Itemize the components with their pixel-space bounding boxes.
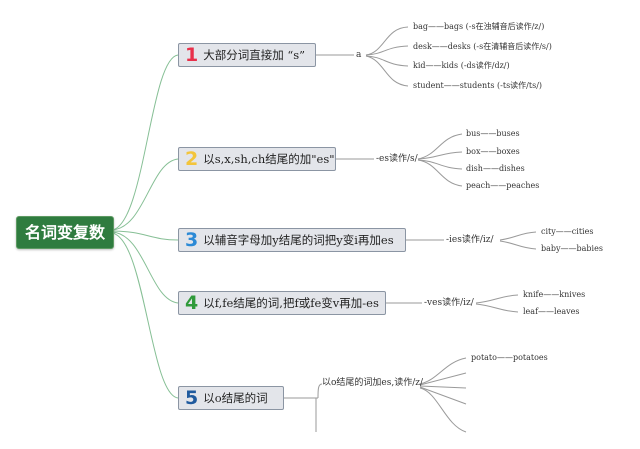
example-2-2: box——boxes (466, 147, 520, 156)
example-4-1: knife——knives (523, 290, 586, 299)
rule-label: 以o结尾的词 (203, 391, 268, 405)
rule-number: 3 (185, 229, 199, 251)
example-3-2: baby——babies (541, 244, 603, 253)
link-root-rule3 (111, 230, 179, 241)
example-1-1: bag——bags (-s在浊辅音后读作/z/) (413, 22, 545, 31)
rule-5-sound: 以o结尾的词加es,读作/z/ (322, 378, 424, 388)
root-node[interactable]: 名词变复数 (16, 216, 114, 249)
rule-2-sound: -es读作/s/ (376, 154, 418, 164)
rule-node-5[interactable]: 5 以o结尾的词 (178, 386, 284, 410)
rule-label: 大部分词直接加 “s” (203, 48, 306, 62)
example-2-4: peach——peaches (466, 181, 540, 190)
example-2-3: dish——dishes (466, 164, 525, 173)
rule-node-4[interactable]: 4 以f,fe结尾的词,把f或fe变v再加-es (178, 291, 386, 315)
rule-number: 2 (185, 148, 199, 170)
rule-label: 以s,x,sh,ch结尾的加"es" (203, 152, 335, 166)
rule-node-3[interactable]: 3 以辅音字母加y结尾的词把y变i再加es (178, 228, 406, 252)
link-root-rule2 (111, 158, 179, 231)
rule-1-sound: a (356, 50, 362, 60)
example-2-1: bus——buses (466, 129, 520, 138)
link-root-rule5 (111, 232, 179, 399)
example-1-2: desk——desks (-s在清辅音后读作/s/) (413, 42, 552, 51)
example-1-3: kid——kids (-ds读作/dz/) (413, 61, 510, 70)
link-root-rule1 (111, 54, 179, 231)
rule-number: 1 (185, 44, 199, 66)
rule-number: 4 (185, 292, 199, 314)
rule-label: 以辅音字母加y结尾的词把y变i再加es (203, 233, 394, 247)
example-3-1: city——cities (541, 227, 594, 236)
link-root-rule4 (111, 231, 179, 304)
example-4-2: leaf——leaves (523, 307, 580, 316)
rule-4-sound: -ves读作/iz/ (424, 298, 474, 308)
rule-label: 以f,fe结尾的词,把f或fe变v再加-es (203, 296, 379, 310)
example-1-4: student——students (-ts读作/ts/) (413, 81, 543, 90)
rule-3-sound: -ies读作/iz/ (446, 235, 494, 245)
example-5-1: potato——potatoes (471, 353, 548, 362)
rule-number: 5 (185, 387, 199, 409)
rule-node-1[interactable]: 1 大部分词直接加 “s” (178, 43, 316, 67)
rule-node-2[interactable]: 2 以s,x,sh,ch结尾的加"es" (178, 147, 336, 171)
